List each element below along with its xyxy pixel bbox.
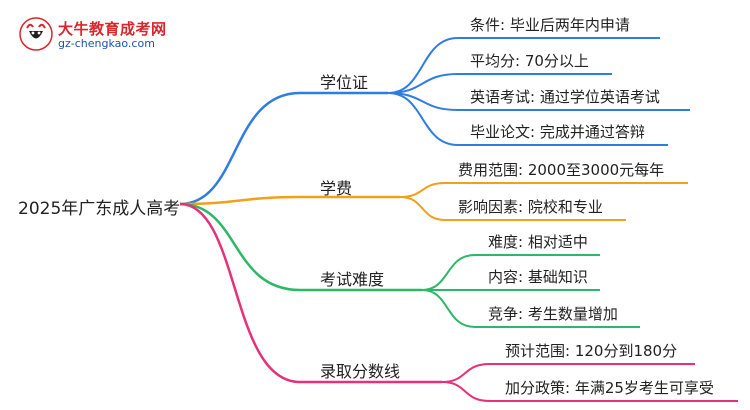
bull-logo-icon [19,17,53,51]
connector-cutoff-1 [441,363,695,383]
logo-url: gz-chengkao.com [58,37,155,50]
connector-degree-1 [387,37,660,94]
leaf-difficulty-competition: 竞争: 考生数量增加 [488,305,618,323]
leaf-cutoff-range: 预计范围: 120分到180分 [505,342,678,360]
site-logo: 大牛教育成考网 gz-chengkao.com [18,16,166,54]
leaf-degree-condition: 条件: 毕业后两年内申请 [470,16,630,34]
connector-root-difficulty [179,202,422,292]
branch-tuition: 学费 [320,179,353,198]
connector-difficulty-1 [421,254,600,291]
branch-difficulty: 考试难度 [320,270,385,289]
root-node: 2025年广东成人高考 [18,199,181,219]
connector-root-degree [179,91,388,206]
connector-degree-2 [387,73,612,94]
connector-root-cutoff [179,202,442,384]
connector-cutoff-2 [441,381,738,402]
leaf-difficulty-content: 内容: 基础知识 [488,268,588,286]
leaf-cutoff-bonus: 加分政策: 年满25岁考生可享受 [505,379,714,397]
leaf-degree-thesis: 毕业论文: 完成并通过答辩 [470,123,645,141]
branch-cutoff: 录取分数线 [320,362,401,381]
leaf-tuition-factors: 影响因素: 院校和专业 [458,198,603,216]
leaf-degree-average: 平均分: 70分以上 [470,52,589,70]
connector-degree-4 [387,92,668,146]
connector-tuition-2 [399,196,626,221]
connector-difficulty-3 [421,289,640,328]
connector-root-tuition [179,195,400,206]
logo-title: 大牛教育成考网 [58,20,167,38]
branch-degree: 学位证 [320,73,369,92]
leaf-tuition-range: 费用范围: 2000至3000元每年 [458,161,665,179]
connector-tuition-1 [399,182,688,198]
connector-degree-3 [387,92,690,111]
leaf-degree-english: 英语考试: 通过学位英语考试 [470,88,660,106]
leaf-difficulty-level: 难度: 相对适中 [488,233,588,251]
